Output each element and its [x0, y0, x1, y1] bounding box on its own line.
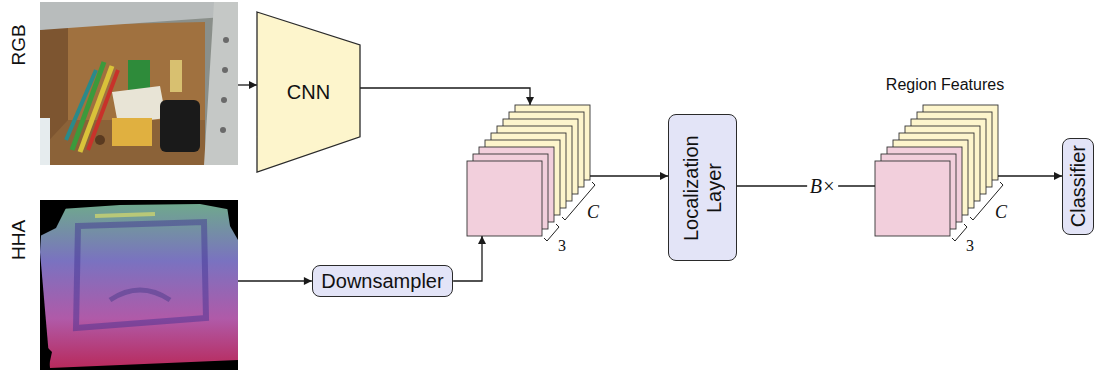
dimension-label: 3	[558, 237, 566, 255]
box-label: Classifier	[1067, 145, 1090, 227]
shelf-hole	[223, 37, 229, 43]
box-label: Localization Layer	[680, 124, 726, 252]
rgb-image: RGB	[40, 2, 238, 165]
shelf-hole	[222, 67, 228, 73]
cnn-block: CNN	[257, 12, 360, 172]
dimension-label: C	[587, 202, 599, 223]
missing-depth	[40, 340, 52, 370]
dimension-label: C	[995, 202, 1007, 223]
missing-depth	[226, 200, 238, 240]
edge-label: B×	[807, 175, 839, 198]
process-box: Downsampler	[312, 265, 453, 297]
feature-stack	[875, 105, 998, 236]
shelf-metal	[204, 2, 238, 165]
image-ground	[40, 200, 238, 370]
shelf-hole	[221, 97, 227, 103]
hha-image: HHA	[40, 200, 238, 370]
depth-edge	[95, 214, 155, 216]
photo-ground	[40, 2, 238, 165]
connector-arrow	[590, 175, 668, 176]
item	[128, 60, 150, 90]
depth-field	[40, 204, 238, 368]
box-outline	[76, 222, 206, 328]
shelf-hole	[220, 127, 226, 133]
item	[160, 100, 200, 152]
missing-depth	[40, 200, 70, 236]
hha-image	[40, 200, 238, 370]
dimension-bracket	[544, 224, 559, 241]
shelf-metal	[40, 2, 238, 30]
input-label: RGB	[8, 24, 30, 65]
connector-arrow	[238, 280, 312, 281]
feature-stack	[467, 105, 590, 236]
dimension-bracket	[952, 224, 967, 241]
dimension-label: 3	[966, 237, 974, 255]
process-box: Localization Layer	[668, 114, 737, 261]
depth-edge	[110, 290, 170, 300]
trapezoid-outline	[257, 12, 360, 172]
item	[112, 118, 152, 146]
rgb-photo	[40, 2, 238, 165]
feature-stack: C3	[467, 105, 590, 236]
item	[95, 135, 105, 145]
feature-map	[467, 161, 542, 236]
connector-arrow	[238, 84, 257, 85]
item	[66, 70, 96, 140]
feature-stack: Region FeaturesC3	[875, 105, 998, 236]
connector-arrow	[360, 88, 530, 105]
item	[80, 66, 112, 152]
box-label: Downsampler	[321, 270, 443, 293]
input-label: HHA	[8, 220, 30, 260]
item	[170, 60, 182, 92]
connector-arrow	[998, 175, 1062, 176]
block-label: CNN	[287, 81, 330, 104]
window-light	[40, 118, 50, 165]
process-box: Classifier	[1062, 138, 1094, 235]
stack-title: Region Features	[886, 76, 1004, 94]
connector-arrow	[453, 236, 482, 281]
feature-map	[875, 161, 950, 236]
